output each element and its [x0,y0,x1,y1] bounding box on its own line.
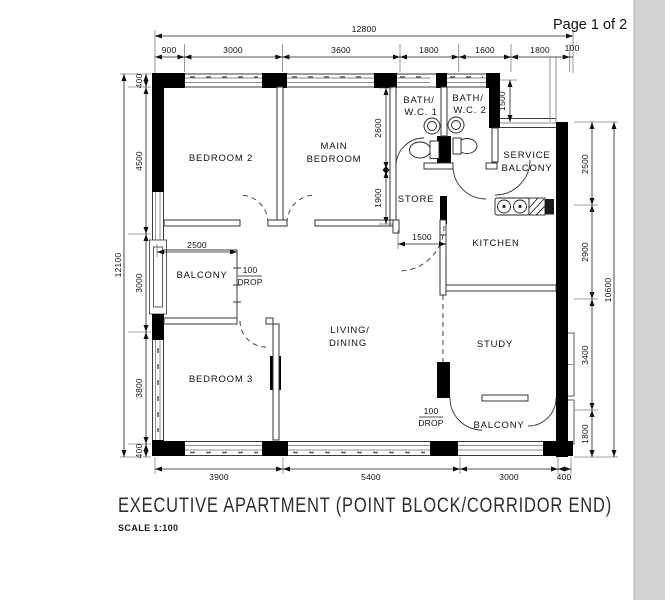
balcony-left-edges [164,249,241,318]
dim-bottom-400: 400 [557,472,572,482]
window-top-bath2 [447,76,486,83]
dim-top-1800a: 1800 [419,45,439,55]
window-top-bath1 [397,76,430,83]
dim-right-2500: 2500 [580,154,590,174]
dim-left-3000: 3000 [134,273,144,293]
window-top-bedroom2 [185,76,262,83]
room-label-bath1-2: W.C. 1 [404,107,437,118]
dim-top-total: 12800 [352,24,377,34]
scale-label: SCALE 1:100 [118,523,178,533]
room-label-main-bedroom-1: MAIN [321,141,348,152]
corridor-lines [549,57,557,122]
room-label-service-2: BALCONY [501,163,552,174]
dim-left-3800: 3800 [134,378,144,398]
page-number-label: Page 1 of 2 [553,17,627,33]
dim-left-400a: 400 [134,74,144,89]
room-labels: BEDROOM 2 MAIN BEDROOM BATH/ W.C. 1 BATH… [176,93,552,431]
dim-right-3400: 3400 [580,345,590,365]
drop-left-label: DROP [237,277,262,287]
dim-left-4500: 4500 [134,151,144,171]
window-left-bedroom3 [155,340,161,440]
dim-right-total: 10600 [603,278,613,303]
dim-bottom-3900: 3900 [209,472,229,482]
drawing-title: EXECUTIVE APARTMENT (POINT BLOCK/CORRIDO… [118,494,612,517]
dim-bottom-5400: 5400 [361,472,381,482]
room-label-bath2-2: W.C. 2 [453,105,486,116]
doors [239,137,557,431]
drop-right-value: 100 [424,406,439,416]
service-balcony-door-arc [494,159,531,196]
room-label-kitchen: KITCHEN [472,238,519,249]
dimension-lines [121,33,617,472]
dim-top-900: 900 [162,45,177,55]
interior-walls [163,86,557,441]
dimension-labels: 12800 900 3000 3600 1800 1600 1800 100 1… [113,24,613,482]
bath2-door-arc [452,165,487,200]
room-label-balcony-right: BALCONY [473,420,524,431]
window-bottom-balcony [458,445,543,451]
dim-left-400b: 400 [134,444,144,459]
room-label-bath2-1: BATH/ [452,93,483,104]
balcony-right-door-arc-2 [527,397,557,427]
dim-right-1800: 1800 [580,424,590,444]
dim-store-1900: 1900 [373,188,383,208]
drop-right-label: DROP [418,418,443,428]
room-label-living-1: LIVING/ [330,325,369,336]
dim-service-1500: 1500 [497,91,507,111]
dim-bath-2600: 2600 [373,118,383,138]
dim-top-100: 100 [565,43,580,53]
drop-note-left: 100 DROP [237,265,262,287]
drop-left-value: 100 [243,265,258,275]
room-label-service-1: SERVICE [503,150,550,161]
window-bottom-living [288,445,430,454]
room-label-living-2: DINING [329,338,367,349]
room-label-bedroom3: BEDROOM 3 [189,374,253,385]
drop-note-right: 100 DROP [418,406,443,428]
dim-balcony-2500: 2500 [187,240,207,250]
dim-left-total: 12100 [113,253,123,278]
dim-entrance-1500: 1500 [412,232,432,242]
fixtures [409,116,554,216]
dim-top-1600: 1600 [475,45,495,55]
bath1-sink [423,117,441,135]
bath1-door-arc [395,137,425,167]
room-label-main-bedroom-2: BEDROOM [307,154,362,165]
dim-top-1800b: 1800 [530,45,550,55]
dim-top-3000: 3000 [223,45,243,55]
window-left-balcony [149,239,167,315]
room-label-store: STORE [398,194,435,205]
balcony-right-door-arc-1 [449,397,483,431]
page-texts: Page 1 of 2 EXECUTIVE APARTMENT (POINT B… [118,17,627,533]
service-balcony-sink [494,197,554,216]
bath2-toilet [452,137,478,155]
outer-walls [152,73,573,457]
window-top-main-bedroom [287,76,374,83]
main-bedroom-door-arc [286,194,316,224]
dim-bottom-3000: 3000 [499,472,519,482]
bath2-sink [447,116,465,134]
bedroom2-door-arc [239,194,269,224]
room-label-bath1-1: BATH/ [403,95,434,106]
bath1-toilet [409,140,440,159]
room-label-balcony-left: BALCONY [176,270,227,281]
bedroom3-door-arc [239,320,267,348]
dim-top-3600: 3600 [331,45,351,55]
dim-right-2900: 2900 [580,242,590,262]
window-bottom-bedroom3 [185,445,262,454]
window-left-upper [155,192,161,240]
room-label-study: STUDY [477,339,513,350]
page-edge [633,0,665,600]
room-label-bedroom2: BEDROOM 2 [189,153,253,164]
